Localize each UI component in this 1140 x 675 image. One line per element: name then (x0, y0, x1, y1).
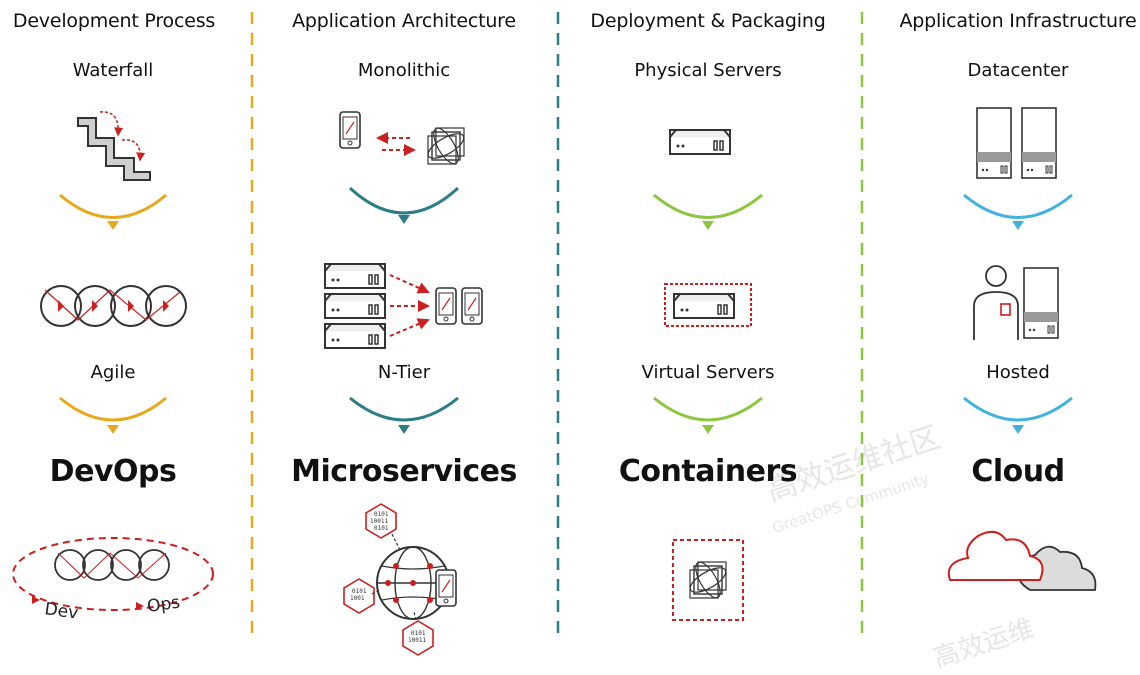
svg-text:1001: 1001 (350, 595, 365, 602)
label-n-tier: N-Tier (377, 362, 431, 383)
svg-text:10011: 10011 (370, 518, 388, 525)
datacenter-icon (976, 107, 1057, 179)
loop-ops-label: Ops (146, 593, 182, 617)
label-physical-servers: Physical Servers (634, 60, 782, 81)
physical-server-icon (669, 129, 731, 155)
outcome-cloud: Cloud (971, 454, 1065, 489)
svg-text:10011: 10011 (408, 637, 426, 644)
arc-dev-2 (59, 396, 167, 434)
outcome-devops: DevOps (49, 454, 177, 489)
outcome-microservices: Microservices (291, 454, 517, 489)
svg-text:0101: 0101 (411, 630, 426, 637)
header-application-infrastructure: Application Infrastructure (899, 10, 1137, 32)
arc-deploy-1 (653, 193, 763, 230)
cloud-icon (947, 530, 1097, 591)
phone-monolith-icon (339, 111, 469, 169)
svg-text:0101: 0101 (352, 588, 367, 595)
svg-text:0101: 0101 (374, 525, 389, 532)
header-application-architecture: Application Architecture (292, 10, 516, 32)
virtual-server-icon (664, 283, 752, 327)
servers-ntier-icon (324, 263, 483, 349)
arc-infra-1 (963, 193, 1073, 230)
devops-loop-icon: Dev Ops (12, 537, 214, 624)
label-virtual-servers: Virtual Servers (641, 362, 775, 383)
hosted-icon (973, 265, 1059, 340)
container-icon (672, 539, 744, 621)
outcome-containers: Containers (618, 454, 798, 489)
label-hosted: Hosted (986, 362, 1050, 383)
arc-infra-2 (963, 396, 1073, 434)
arc-arch-1 (348, 186, 460, 224)
label-datacenter: Datacenter (967, 60, 1069, 81)
header-deployment-packaging: Deployment & Packaging (590, 10, 826, 32)
label-waterfall: Waterfall (72, 60, 154, 81)
loop-dev-label: Dev (43, 599, 79, 623)
label-monolithic: Monolithic (357, 60, 451, 81)
header-development-process: Development Process (12, 10, 216, 32)
diagram-graphics: Dev Ops (12, 12, 1097, 656)
svg-text:0101: 0101 (374, 511, 389, 518)
evolution-diagram: 高效运维社区 GreatOPS Community 高效运维 Developme… (12, 10, 1137, 674)
arc-deploy-2 (653, 396, 763, 434)
circles-agile-icon (40, 285, 187, 327)
staircase-waterfall-icon (77, 111, 151, 181)
arc-arch-2 (349, 396, 459, 434)
label-agile: Agile (90, 362, 136, 383)
arc-dev-1 (59, 193, 167, 230)
